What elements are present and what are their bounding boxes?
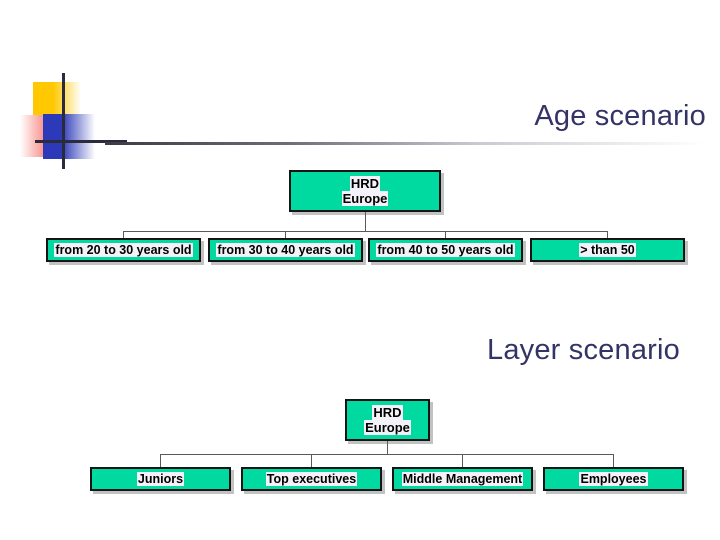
- org-node-child-2-label: Top executives: [265, 472, 358, 486]
- org-chart-age-scenario: HRD Europe from 20 to 30 years old from …: [46, 170, 685, 262]
- org-node-child-2[interactable]: Top executives: [241, 467, 382, 491]
- logo-horizontal-line: [35, 140, 127, 143]
- org-node-root-line2: Europe: [364, 420, 411, 435]
- org-node-child-4[interactable]: > than 50: [530, 238, 685, 262]
- org-node-child-4[interactable]: Employees: [543, 467, 684, 491]
- org-connector-drop-3: [445, 231, 446, 243]
- org-node-root-line2: Europe: [341, 191, 389, 206]
- org-node-child-4-label: > than 50: [579, 243, 636, 257]
- org-node-child-4-label: Employees: [579, 472, 648, 486]
- org-node-child-3-label: from 40 to 50 years old: [376, 243, 515, 257]
- logo-blue-square: [43, 114, 95, 159]
- org-node-root[interactable]: HRD Europe: [289, 170, 441, 212]
- org-node-root-line1: HRD: [372, 405, 403, 420]
- org-connector-bus: [160, 454, 613, 455]
- org-connector-drop-1: [123, 231, 124, 243]
- org-connector-root-stem: [365, 212, 366, 231]
- org-node-child-1[interactable]: Juniors: [90, 467, 231, 491]
- org-node-child-2[interactable]: from 30 to 40 years old: [208, 238, 363, 262]
- org-connector-drop-4: [613, 454, 614, 468]
- org-connector-root-stem: [387, 441, 388, 454]
- org-connector-bus: [123, 231, 607, 232]
- org-node-child-1-label: from 20 to 30 years old: [54, 243, 193, 257]
- org-node-root-line1: HRD: [349, 176, 381, 191]
- org-node-child-3[interactable]: from 40 to 50 years old: [368, 238, 523, 262]
- org-node-child-2-label: from 30 to 40 years old: [216, 243, 355, 257]
- org-connector-drop-1: [160, 454, 161, 468]
- org-node-child-1-label: Juniors: [136, 472, 185, 486]
- logo-vertical-line: [62, 73, 65, 169]
- title-divider-rule: [105, 142, 705, 145]
- org-node-root[interactable]: HRD Europe: [345, 399, 430, 441]
- org-connector-drop-2: [285, 231, 286, 243]
- org-node-child-1[interactable]: from 20 to 30 years old: [46, 238, 201, 262]
- org-connector-drop-4: [607, 231, 608, 243]
- template-logo-mark: [20, 70, 135, 170]
- page-title-age-scenario: Age scenario: [534, 100, 706, 132]
- org-node-child-3-label: Middle Management: [401, 472, 524, 486]
- org-connector-drop-3: [462, 454, 463, 468]
- org-connector-drop-2: [311, 454, 312, 468]
- page-title-layer-scenario: Layer scenario: [486, 334, 680, 366]
- org-node-child-3[interactable]: Middle Management: [392, 467, 533, 491]
